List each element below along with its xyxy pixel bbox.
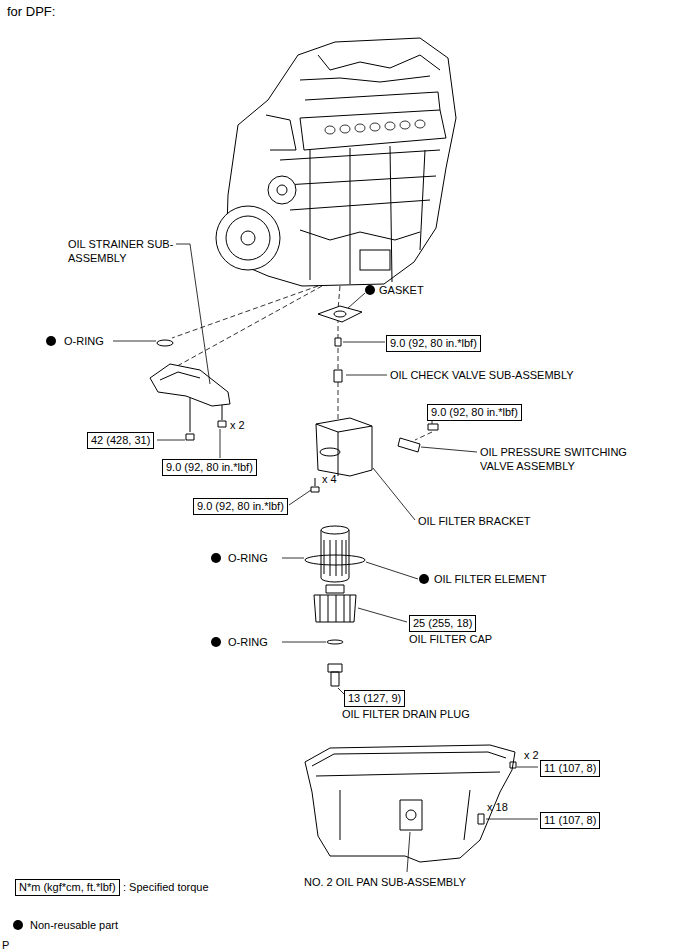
torque-value: 9.0 (92, 80 in.*lbf) — [431, 406, 518, 418]
torque-value: 13 (127, 9) — [348, 692, 401, 704]
oil-filter-bracket — [311, 418, 372, 492]
part-label: OIL STRAINER SUB-ASSEMBLY — [68, 237, 180, 265]
torque-spec-box: 9.0 (92, 80 in.*lbf) — [193, 498, 288, 515]
part-label: OIL CHECK VALVE SUB-ASSEMBLY — [390, 368, 574, 382]
oil-strainer — [150, 340, 230, 440]
quantity-label: x 18 — [487, 800, 508, 814]
torque-spec-box: 25 (255, 18) — [409, 615, 476, 632]
part-label: P — [2, 938, 9, 952]
oil-filter-cap — [314, 585, 356, 644]
torque-spec-box: 13 (127, 9) — [344, 690, 405, 707]
torque-value: 9.0 (92, 80 in.*lbf) — [197, 500, 284, 512]
part-label: O-RING — [228, 551, 268, 565]
part-label: O-RING — [228, 635, 268, 649]
torque-spec-box: 9.0 (92, 80 in.*lbf) — [386, 335, 481, 352]
torque-spec-box: 42 (428, 31) — [87, 432, 154, 449]
oil-pan — [305, 745, 516, 862]
torque-value: 42 (428, 31) — [91, 434, 150, 446]
torque-value: 11 (107, 8) — [544, 762, 596, 774]
quantity-label: x 2 — [230, 418, 245, 432]
quantity-label: x 2 — [524, 748, 539, 762]
torque-value: 11 (107, 8) — [544, 814, 596, 826]
engine-drawing — [216, 38, 456, 286]
quantity-label: x 4 — [322, 472, 337, 486]
part-label: NO. 2 OIL PAN SUB-ASSEMBLY — [304, 875, 466, 889]
torque-value: 9.0 (92, 80 in.*lbf) — [390, 337, 477, 349]
torque-spec-box: N*m (kgf*cm, ft.*lbf) — [15, 879, 120, 896]
torque-value: 25 (255, 18) — [413, 617, 472, 629]
oil-filter-element — [305, 526, 365, 582]
legend-text: Non-reusable part — [30, 919, 118, 931]
non-reusable-dot — [13, 285, 429, 930]
part-label: OIL FILTER ELEMENT — [434, 572, 546, 586]
part-label: OIL PRESSURE SWITCHING VALVE ASSEMBLY — [480, 445, 658, 473]
torque-spec-box: 11 (107, 8) — [540, 760, 600, 777]
part-label: OIL FILTER BRACKET — [418, 514, 530, 528]
part-label: OIL FILTER CAP — [409, 632, 492, 646]
legend-text: : Specified torque — [123, 881, 209, 893]
part-label: GASKET — [379, 283, 424, 297]
torque-value: N*m (kgf*cm, ft.*lbf) — [19, 881, 116, 893]
torque-spec-box: 9.0 (92, 80 in.*lbf) — [427, 404, 522, 421]
diagram-title: for DPF: — [7, 4, 55, 19]
torque-spec-box: 11 (107, 8) — [540, 812, 600, 829]
legend-entry: Non-reusable part — [30, 918, 118, 932]
torque-value: 9.0 (92, 80 in.*lbf) — [166, 461, 253, 473]
part-label: OIL FILTER DRAIN PLUG — [342, 707, 470, 721]
part-label: O-RING — [64, 334, 104, 348]
legend-entry: : Specified torque — [123, 880, 209, 894]
torque-spec-box: 9.0 (92, 80 in.*lbf) — [162, 459, 257, 476]
